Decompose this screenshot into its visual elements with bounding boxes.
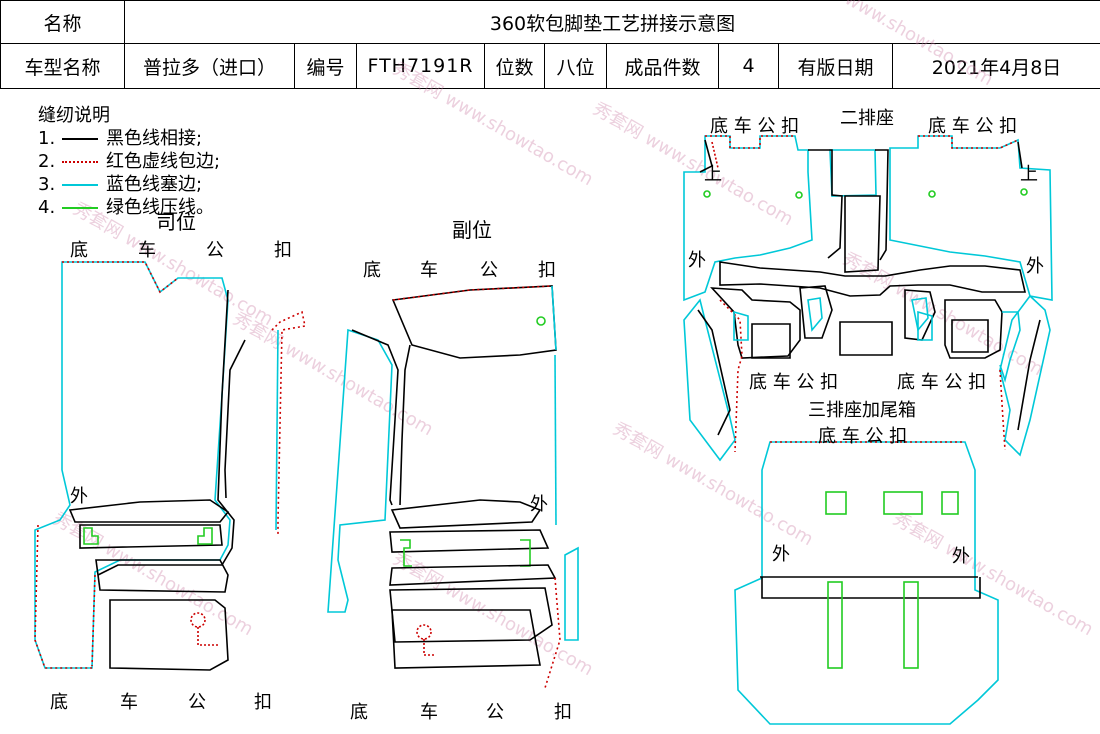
green-line-swatch [62, 206, 98, 209]
count-label: 成品件数 [606, 43, 719, 89]
legend-item: 2. 红色虚线包边; [38, 151, 221, 172]
second-row-right-clip: 底 车 公 扣 [928, 116, 1018, 137]
cyan-line-swatch [62, 183, 98, 186]
legend-item: 3. 蓝色线塞边; [38, 174, 203, 195]
second-row-mat [683, 135, 1053, 462]
second-row-left-up: 上 [704, 164, 722, 185]
seats-label: 位数 [484, 43, 545, 89]
driver-label: 司位 [156, 210, 196, 234]
black-line-swatch [62, 137, 98, 140]
third-row-label: 三排座加尾箱 [808, 400, 916, 421]
second-row-bottom-right-clip: 底 车 公 扣 [897, 372, 987, 393]
second-row-label: 二排座 [840, 108, 894, 129]
red-dotted-swatch [62, 160, 98, 163]
date-label: 有版日期 [778, 43, 893, 89]
sewing-legend: 缝纫说明 1. 黑色线相接; 2. 红色虚线包边; 3. 蓝色线塞边; 4. 绿… [38, 104, 220, 219]
passenger-mat [327, 285, 579, 689]
second-row-left-clip: 底 车 公 扣 [710, 116, 800, 137]
page-title: 360软包脚垫工艺拼接示意图 [123, 0, 1100, 44]
count-value: 4 [718, 43, 779, 89]
date-value: 2021年4月8日 [891, 43, 1100, 89]
third-row-right-outer: 外 [952, 546, 970, 567]
legend-item: 4. 绿色线压线。 [38, 197, 214, 218]
passenger-outer-label: 外 [530, 494, 548, 515]
second-row-right-up: 上 [1020, 164, 1038, 185]
model-value: 普拉多（进口） [124, 43, 295, 89]
second-row-left-outer: 外 [688, 250, 706, 271]
passenger-label: 副位 [452, 218, 492, 242]
second-row-right-outer: 外 [1026, 256, 1044, 277]
second-row-bottom-left-clip: 底 车 公 扣 [749, 372, 839, 393]
driver-outer-label: 外 [70, 486, 88, 507]
third-row-left-outer: 外 [772, 544, 790, 565]
third-row-trunk-mat [734, 441, 999, 725]
legend-title: 缝纫说明 [38, 105, 110, 126]
header-table: 名称 360软包脚垫工艺拼接示意图 车型名称 普拉多（进口） 编号 FTH719… [0, 0, 1100, 89]
driver-mat [34, 261, 306, 671]
seats-value: 八位 [544, 43, 607, 89]
legend-item: 1. 黑色线相接; [38, 128, 203, 149]
name-label: 名称 [0, 0, 125, 44]
third-row-clip: 底 车 公 扣 [818, 426, 908, 447]
